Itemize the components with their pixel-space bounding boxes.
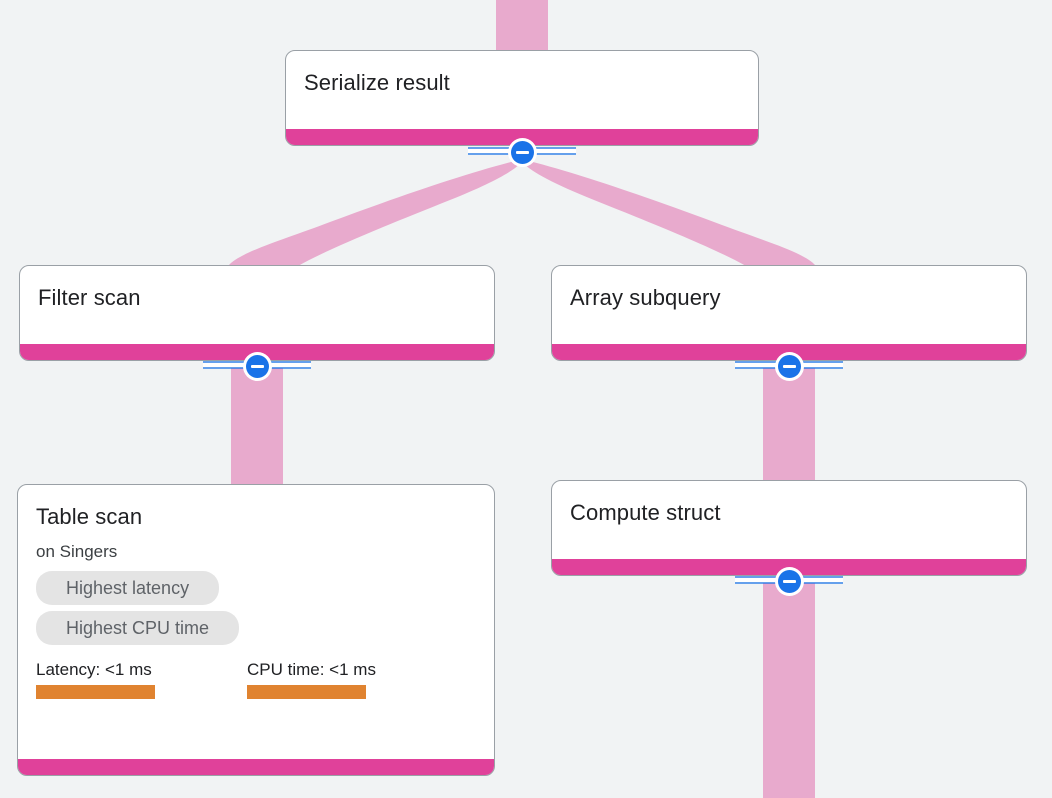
minus-icon[interactable] [245,354,269,378]
metric-latency-label: Latency: <1 ms [36,660,152,679]
node-body: Array subquery [552,266,1026,344]
node-body: Compute struct [552,481,1026,559]
node-accent-footer [18,759,494,775]
metric-cpu-time-bar [247,685,366,699]
node-body: Table scan on Singers Highest latency Hi… [18,485,494,759]
status-badge-highest-latency: Highest latency [36,571,220,605]
minus-icon[interactable] [510,140,534,164]
edge-filter-scan-to-table-scan [231,368,283,484]
edge-serialize-to-filter-scan [228,160,521,266]
edge-compute-struct-down [763,583,815,798]
minus-icon[interactable] [777,569,801,593]
node-body: Filter scan [20,266,494,344]
edge-into-serialize-result [496,0,548,50]
status-badge-highest-cpu-time: Highest CPU time [36,611,240,645]
node-accent-footer [286,129,758,145]
plan-node-filter-scan[interactable]: Filter scan [19,265,495,361]
node-metrics: Latency: <1 ms CPU time: <1 ms [36,659,376,699]
node-accent-footer [552,559,1026,575]
metric-cpu-time-label: CPU time: <1 ms [247,660,376,679]
node-title: Compute struct [570,500,721,525]
plan-node-compute-struct[interactable]: Compute struct [551,480,1027,576]
node-title: Array subquery [570,285,721,310]
metric-latency-bar [36,685,155,699]
metric-latency: Latency: <1 ms [36,659,155,699]
edge-serialize-to-array-subquery [523,160,816,266]
node-title: Filter scan [38,285,141,310]
node-accent-footer [20,344,494,360]
plan-node-serialize-result[interactable]: Serialize result [285,50,759,146]
collapse-toggle-filter-scan[interactable] [203,353,311,379]
node-title: Serialize result [304,70,450,95]
collapse-toggle-serialize-result[interactable] [468,139,576,165]
node-subtitle: on Singers [36,542,118,561]
metric-cpu-time: CPU time: <1 ms [247,659,376,699]
plan-node-table-scan[interactable]: Table scan on Singers Highest latency Hi… [17,484,495,776]
node-title: Table scan [36,504,143,529]
edge-array-subquery-to-compute-struct [763,368,815,480]
minus-icon[interactable] [777,354,801,378]
collapse-toggle-array-subquery[interactable] [735,353,843,379]
node-badge-list: Highest latency Highest CPU time [36,571,240,645]
node-body: Serialize result [286,51,758,129]
collapse-toggle-compute-struct[interactable] [735,568,843,594]
plan-node-array-subquery[interactable]: Array subquery [551,265,1027,361]
node-accent-footer [552,344,1026,360]
